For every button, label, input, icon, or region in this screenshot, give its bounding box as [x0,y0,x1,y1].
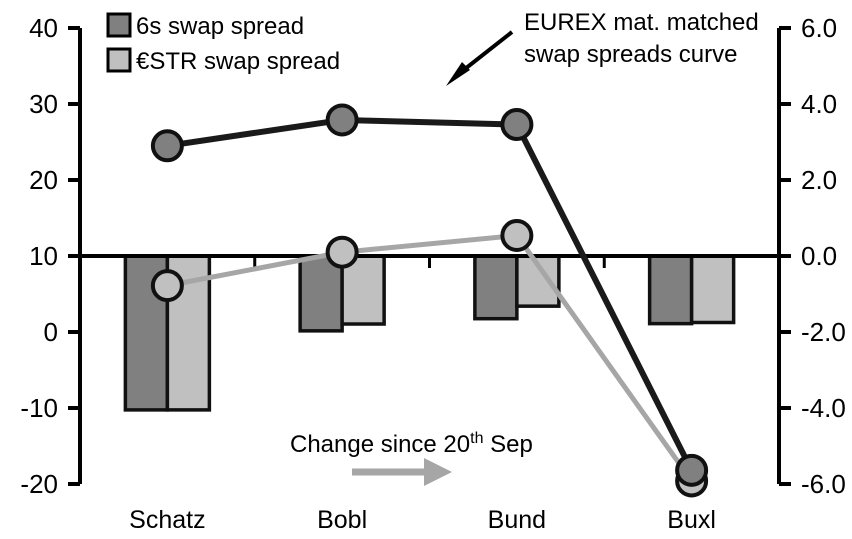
line-marker-bund [500,218,534,252]
left-axis-label-30: 30 [29,89,58,119]
legend-swatch-estr [106,47,132,73]
right-axis-label-neg4: -4.0 [801,393,846,423]
left-axis-label-neg20: -20 [20,469,58,499]
lines-layer [150,103,709,498]
line-marker-bobl [325,235,359,269]
line-marker-bund [500,108,534,142]
right-axis-label-2: 2.0 [801,165,837,195]
bars-layer [123,254,736,412]
annotation-arrow-icon [446,30,514,86]
category-label-buxl: Buxl [667,506,716,534]
legend: 6s swap spread €STR swap spread [106,12,340,75]
category-label-bobl: Bobl [317,506,367,534]
left-axis-label-10: 10 [29,241,58,271]
legend-swatch-6s [106,12,132,38]
line-marker-schatz [150,269,184,303]
category-label-schatz: Schatz [129,506,205,534]
right-axis-label-6: 6.0 [801,13,837,43]
line-marker-bobl [325,103,359,137]
right-axis: 6.0 4.0 2.0 0.0 -2.0 -4.0 -6.0 [777,13,846,499]
left-axis-label-0: 0 [44,317,58,347]
annotation-eurex-line2: swap spreads curve [524,41,737,68]
left-axis-label-20: 20 [29,165,58,195]
right-axis-label-neg2: -2.0 [801,317,846,347]
zero-line [80,254,779,268]
annotation-eurex-line1: EUREX mat. matched [524,9,759,36]
annotation-change-since: Change since 20th Sep [290,430,533,486]
change-arrow-icon [352,458,452,486]
annotation-change-superscript: th [470,430,483,447]
line-marker-buxl [675,453,709,487]
legend-label-6s: 6s swap spread [136,13,304,40]
bar-buxl-s0 [647,254,694,326]
left-axis-label-40: 40 [29,13,58,43]
annotation-eurex-curve: EUREX mat. matched swap spreads curve [446,9,759,86]
category-labels: Schatz Bobl Bund Buxl [129,506,716,534]
category-label-bund: Bund [488,506,546,534]
bar-buxl-s1 [689,254,736,325]
bar-bobl-s1 [340,254,386,326]
left-axis: 40 30 20 10 0 -10 -20 [20,13,82,499]
legend-label-estr: €STR swap spread [136,48,340,75]
right-axis-label-4: 4.0 [801,89,837,119]
bar-bund-s0 [473,254,519,321]
line-path [166,116,695,472]
left-axis-label-neg10: -10 [20,393,58,423]
line-path [166,232,694,483]
line-marker-schatz [150,129,184,163]
annotation-change-suffix: Sep [483,431,532,458]
annotation-change-text: Change since 20th Sep [290,430,533,458]
right-axis-label-neg6: -6.0 [801,469,846,499]
annotation-change-prefix: Change since 20 [290,431,470,458]
right-axis-label-0: 0.0 [801,241,837,271]
